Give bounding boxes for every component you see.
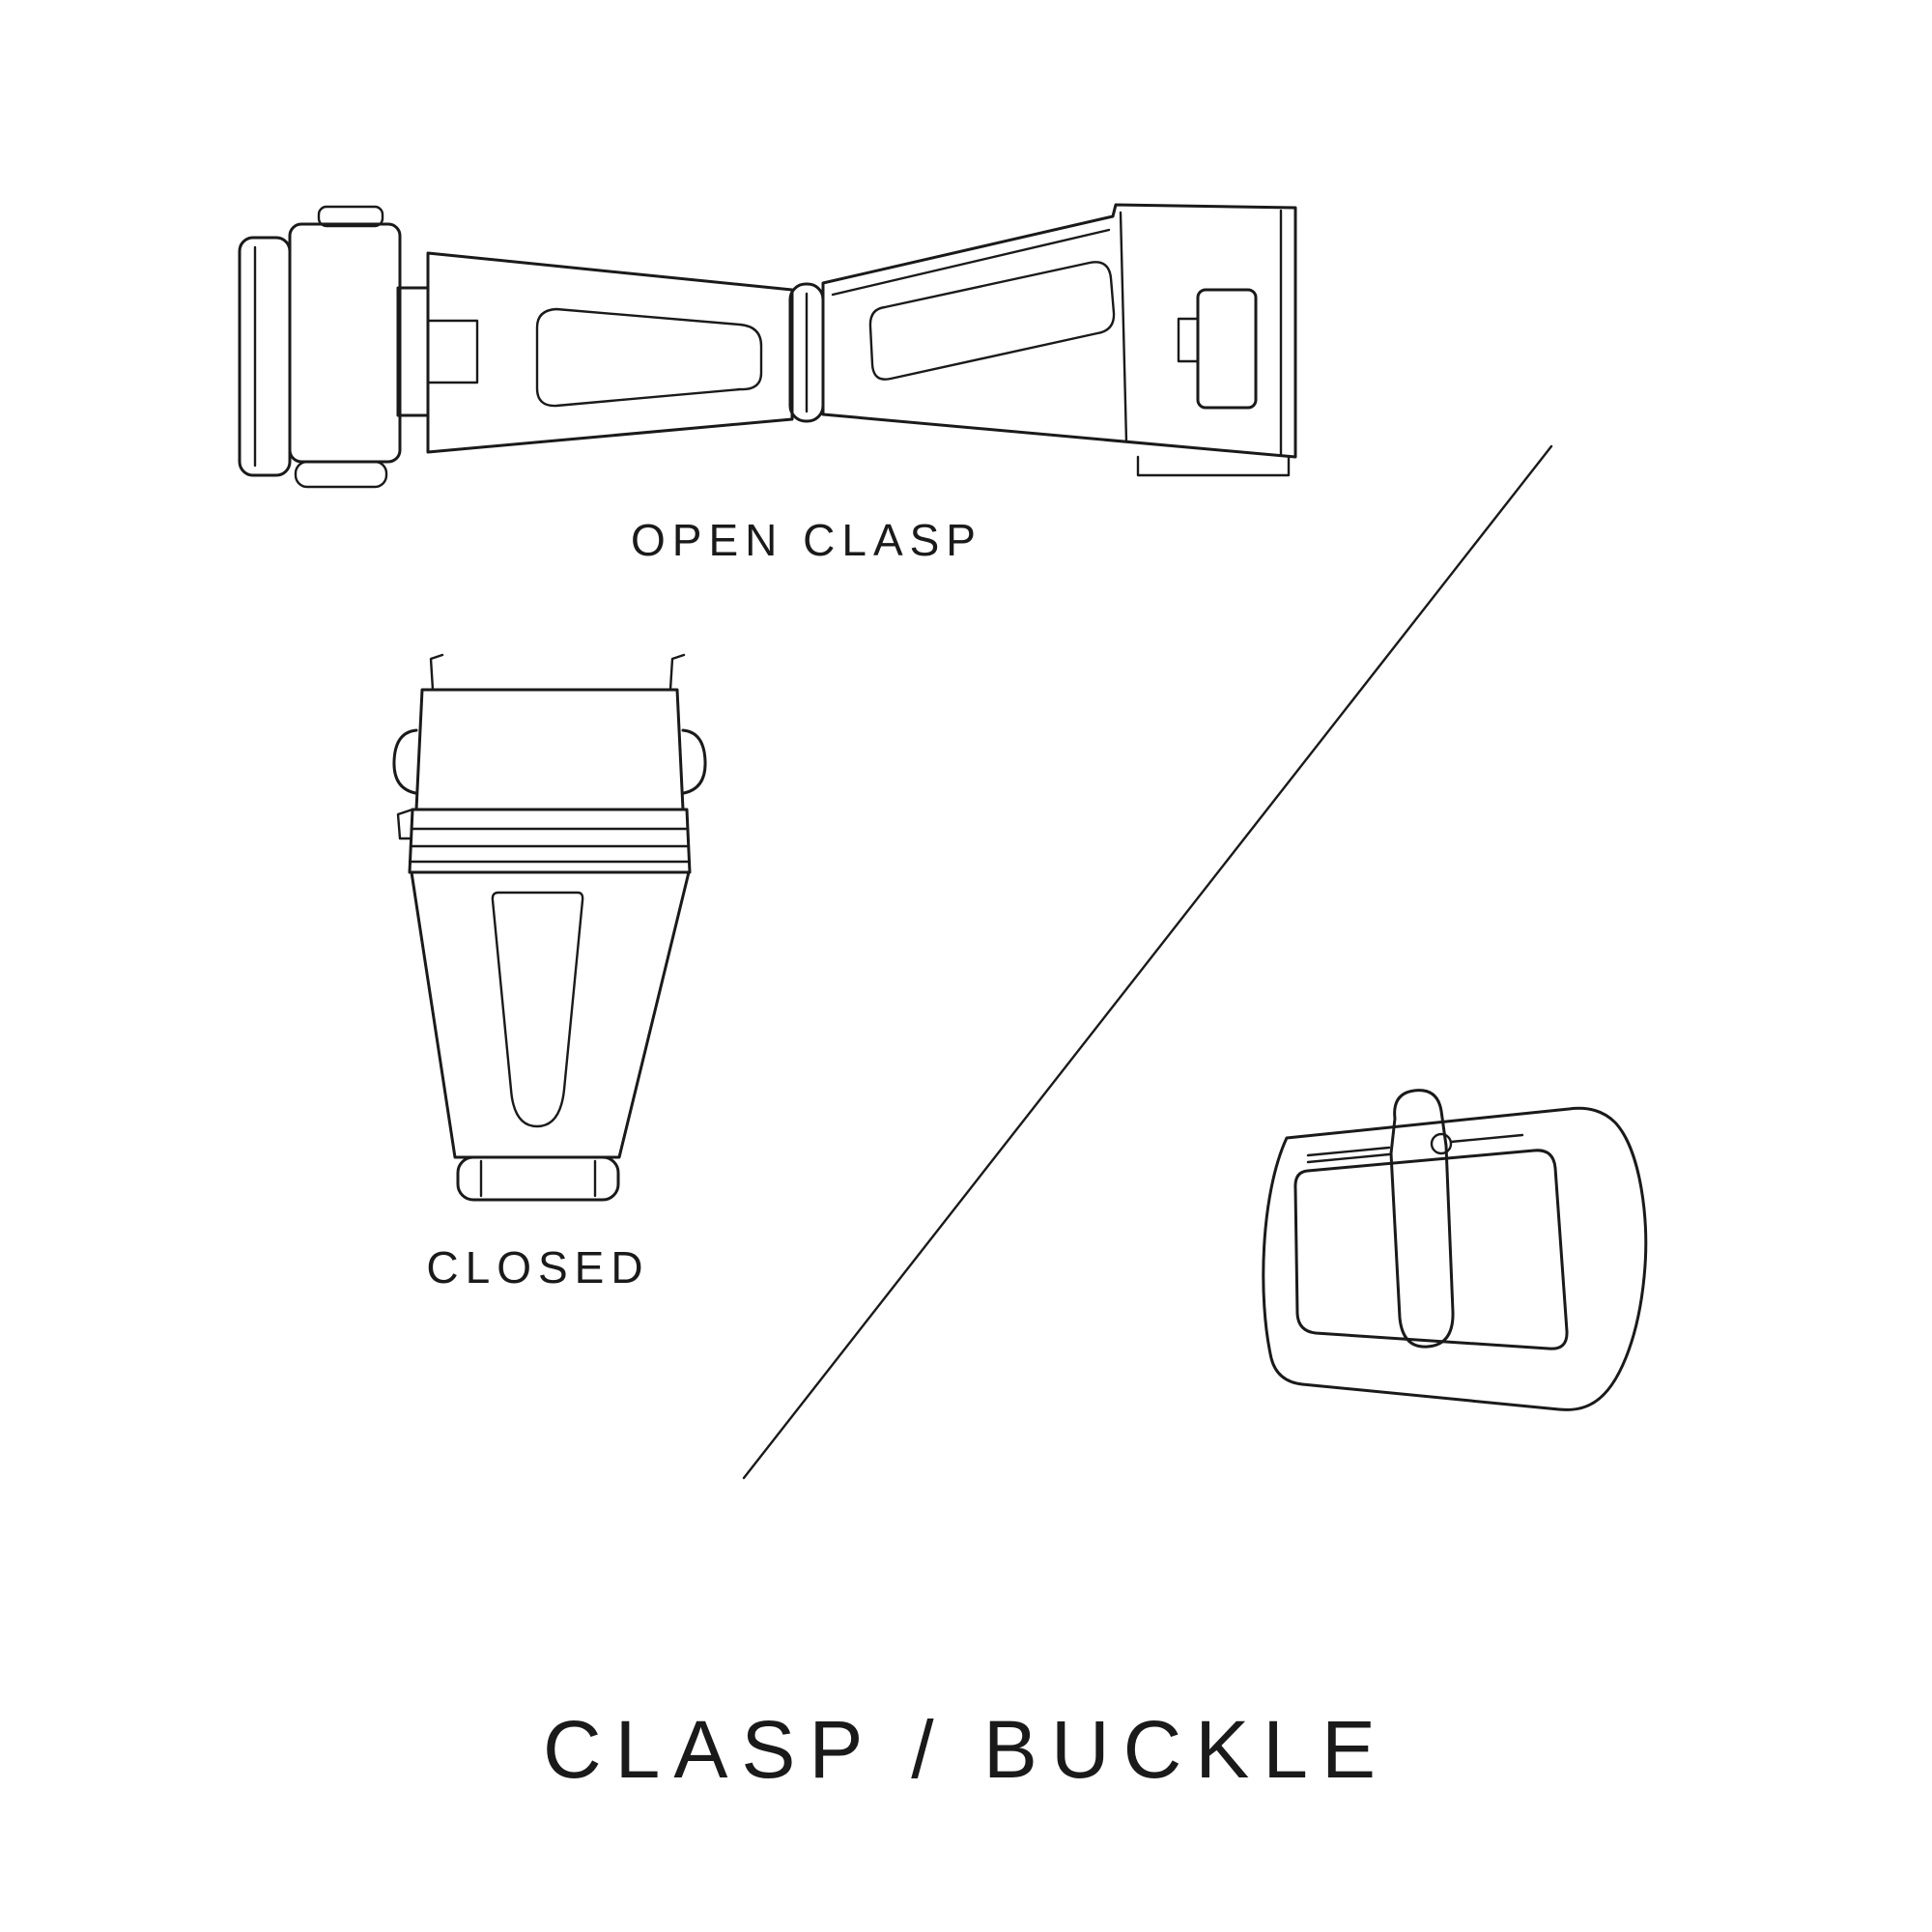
open-clasp-left-arm: [426, 251, 794, 454]
open-clasp-right-fold-line: [831, 228, 1111, 297]
divider-line: [742, 444, 1553, 1480]
tang-buckle-illustration: [1262, 1089, 1648, 1411]
buckle-tang: [1389, 1089, 1455, 1349]
buckle-pin-left-top: [1306, 1146, 1391, 1157]
open-clasp-left-link: [288, 222, 402, 464]
buckle-pin-left-bottom: [1306, 1152, 1391, 1164]
open-clasp-left-roll: [238, 236, 292, 477]
closed-clasp-left-ear: [392, 728, 418, 795]
open-clasp-illustration: [238, 203, 1297, 489]
buckle-outer-frame: [1262, 1106, 1648, 1411]
closed-clasp-right-ear: [681, 728, 707, 795]
closed-clasp-left-prong: [429, 653, 444, 692]
open-clasp-right-joint-line: [1119, 211, 1128, 443]
closed-clasp-top-block: [414, 688, 685, 811]
open-clasp-left-bottom-tab: [294, 460, 388, 489]
open-clasp-neck: [396, 286, 430, 417]
open-clasp-right-inset: [868, 261, 1116, 381]
open-clasp-catch-cutout: [1196, 288, 1258, 410]
closed-clasp-right-prong: [668, 653, 686, 692]
buckle-pin-loop: [1430, 1132, 1453, 1155]
open-clasp-left-top-tab: [317, 205, 384, 228]
diagram-title: CLASP / BUCKLE: [543, 1704, 1389, 1795]
buckle-opening: [1293, 1149, 1569, 1350]
closed-clasp-body: [410, 870, 691, 1159]
open-clasp-left-inset: [535, 307, 763, 408]
closed-clasp-bottom-cap: [456, 1155, 620, 1202]
open-clasp-right-arm: [821, 203, 1297, 459]
open-clasp-left-notch: [426, 319, 479, 384]
open-clasp-catch-tab: [1177, 317, 1200, 363]
open-clasp-right-bottom-tab: [1136, 455, 1291, 477]
closed-clasp-illustration: [392, 653, 707, 1202]
closed-clasp-band-notch: [396, 808, 414, 840]
closed-clasp-label: CLOSED: [426, 1242, 649, 1293]
closed-clasp-band: [408, 808, 692, 874]
closed-clasp-slot: [491, 891, 584, 1128]
buckle-pin-right: [1449, 1133, 1524, 1144]
open-clasp-label: OPEN CLASP: [631, 515, 982, 565]
